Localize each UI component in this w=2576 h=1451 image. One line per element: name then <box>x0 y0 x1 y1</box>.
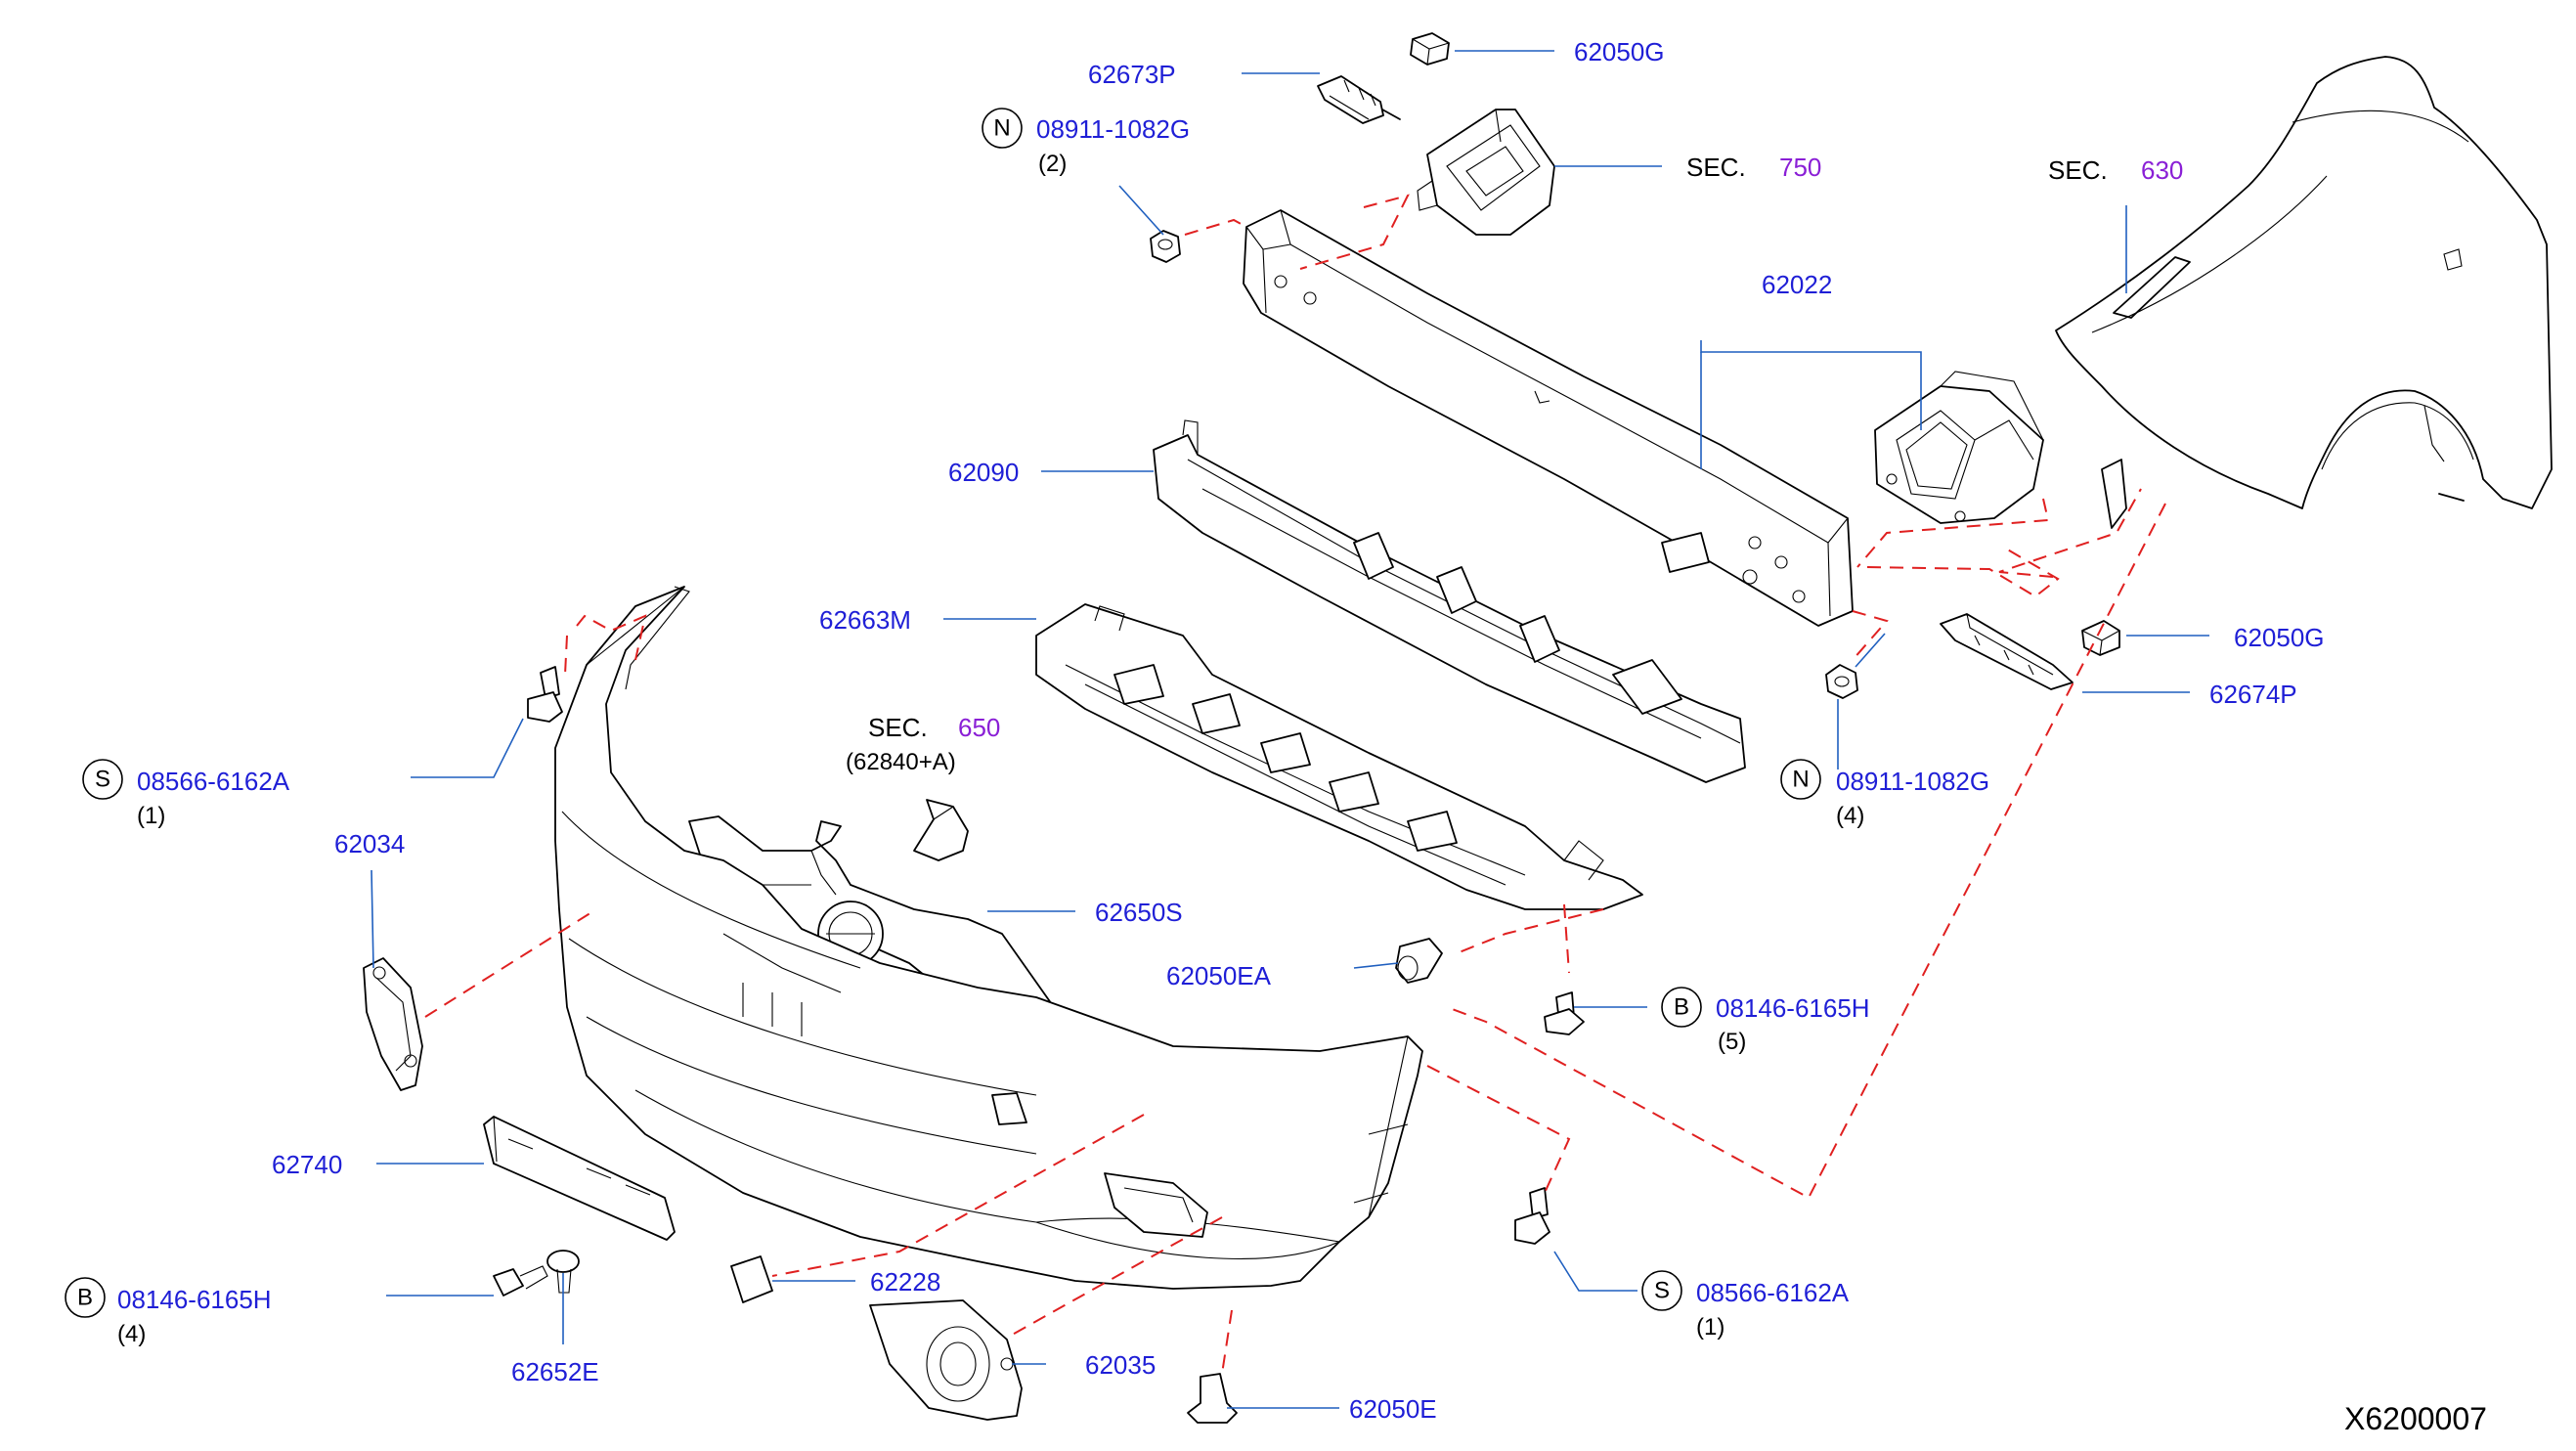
label-62090: 62090 <box>948 458 1019 487</box>
qty-08566-right: (1) <box>1696 1314 1725 1341</box>
qty-08566-left: (1) <box>137 803 165 829</box>
energy-absorber-62090 <box>1153 419 1746 783</box>
label-08911-top: 08911-1082G <box>1036 114 1190 144</box>
svg-text:S: S <box>95 767 110 793</box>
label-08566-left: 08566-6162A <box>137 767 290 796</box>
label-62652e: 62652E <box>511 1357 599 1386</box>
upper-bracket-sec750 <box>1417 109 1555 236</box>
svg-text:N: N <box>1792 767 1809 793</box>
badge-n-right: N <box>1780 759 1821 800</box>
label-08911-right: 08911-1082G <box>1836 767 1989 796</box>
label-sec650-word: SEC. <box>868 713 928 742</box>
svg-text:B: B <box>77 1285 93 1311</box>
bolt-08146-left <box>493 1265 548 1297</box>
front-fender <box>2055 56 2553 529</box>
grommet-62652e <box>546 1250 580 1294</box>
label-62022: 62022 <box>1762 270 1832 299</box>
qty-08911-top: (2) <box>1038 151 1067 177</box>
badge-b-mid: B <box>1661 987 1702 1028</box>
label-sec650-num: 650 <box>958 713 1000 742</box>
nut-62050g-top <box>1410 32 1450 66</box>
label-08566-right: 08566-6162A <box>1696 1278 1850 1307</box>
badge-s-right: S <box>1641 1270 1682 1311</box>
qty-08911-right: (4) <box>1836 803 1864 829</box>
nut-08911-top <box>1150 230 1181 263</box>
tow-cover-62228 <box>730 1255 773 1303</box>
bumper-fascia <box>554 586 1423 1290</box>
fog-bracket-62034 <box>363 957 423 1091</box>
label-sec750-num: 750 <box>1779 153 1821 182</box>
badge-s-left: S <box>82 759 123 800</box>
label-62035: 62035 <box>1085 1350 1156 1380</box>
qty-08146-mid: (5) <box>1718 1029 1746 1055</box>
label-sec630-num: 630 <box>2141 155 2183 185</box>
tow-hook-sec650 <box>913 799 969 861</box>
clip-62050ea <box>1395 938 1443 984</box>
svg-text:N: N <box>993 115 1010 142</box>
leader-lines <box>371 50 2209 1409</box>
qty-08146-left: (4) <box>117 1321 146 1347</box>
clip-62050e <box>1187 1373 1238 1424</box>
bolt-08146-mid <box>1544 991 1585 1035</box>
svg-text:B: B <box>1674 994 1689 1021</box>
label-08146-mid: 08146-6165H <box>1716 993 1870 1023</box>
bumper-reinforcement-62022 <box>1243 209 1854 627</box>
lower-absorber-62663m <box>1035 603 1643 910</box>
svg-text:S: S <box>1654 1278 1670 1304</box>
label-62740: 62740 <box>272 1150 342 1179</box>
label-62050g-top: 62050G <box>1574 37 1665 66</box>
label-62034: 62034 <box>334 829 405 858</box>
dashed-guides <box>424 194 2166 1375</box>
screw-08566-right <box>1514 1187 1550 1245</box>
clip-62674p <box>1940 613 2074 690</box>
beam-side-bracket <box>1874 371 2044 524</box>
label-sec750-word: SEC. <box>1686 153 1746 182</box>
badge-b-left: B <box>65 1277 106 1318</box>
clip-62673p <box>1317 75 1401 124</box>
label-62663m: 62663M <box>819 605 911 635</box>
label-62228: 62228 <box>870 1267 940 1297</box>
diagram-code: X6200007 <box>2344 1401 2487 1436</box>
label-sec650-sub: (62840+A) <box>846 749 956 775</box>
label-62050g-right: 62050G <box>2234 623 2325 652</box>
label-08146-left: 08146-6165H <box>117 1285 272 1314</box>
label-62050e: 62050E <box>1349 1394 1437 1424</box>
label-62050ea: 62050EA <box>1166 961 1272 990</box>
label-62650s: 62650S <box>1095 898 1183 927</box>
label-62673p: 62673P <box>1088 60 1176 89</box>
nut-08911-right <box>1825 664 1858 699</box>
label-62674p: 62674P <box>2209 680 2297 709</box>
nut-62050g-right <box>2081 620 2120 656</box>
license-bracket-62740 <box>483 1116 676 1241</box>
badge-n-top: N <box>982 108 1023 149</box>
screw-08566-left <box>527 666 563 723</box>
label-sec630-word: SEC. <box>2048 155 2108 185</box>
fog-bezel-62035 <box>869 1299 1023 1421</box>
